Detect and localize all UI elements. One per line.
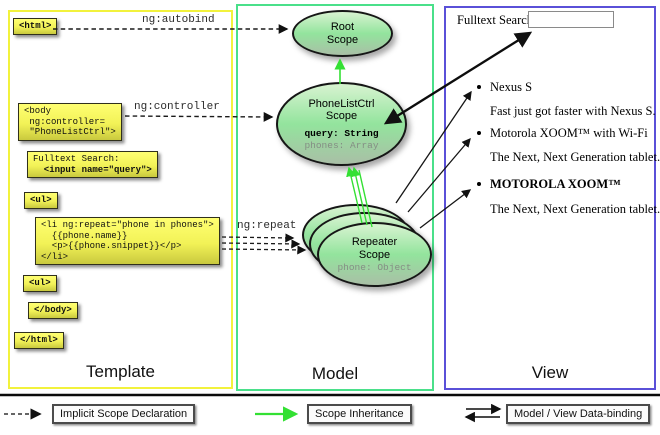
template-column: Template (8, 10, 233, 389)
code-line: </body> (34, 305, 72, 315)
code-line: <input name="query"> (33, 164, 152, 175)
phone-item-name: Motorola XOOM™ with Wi-Fi (490, 126, 648, 140)
code-line: <p>{{phone.snippet}}</p> (41, 241, 182, 251)
code-line: </html> (20, 335, 58, 345)
phone-item-desc: The Next, Next Generation tablet. (490, 202, 660, 216)
fulltext-search-label: Fulltext Search: (457, 13, 537, 27)
legend-scope-inheritance: Scope Inheritance (307, 404, 412, 424)
code-box-ul-open: <ul> (24, 192, 58, 209)
scope-prop-phone: phone: Object (337, 262, 412, 273)
ng-controller-label: ng:controller (134, 101, 220, 113)
code-line: ng:controller= (24, 116, 106, 127)
root-scope-title: Root Scope (326, 21, 359, 46)
fulltext-search-input[interactable] (528, 11, 614, 28)
code-line: <ul> (29, 278, 51, 288)
code-line: Fulltext Search: (33, 154, 120, 164)
repeater-scope-ellipse-front: Repeater Scope phone: Object (317, 222, 432, 287)
scope-prop-phones: phones: Array (304, 139, 379, 151)
ng-repeat-label: ng:repeat (237, 220, 297, 232)
code-line: <li ng:repeat="phone in phones"> (41, 220, 214, 230)
code-line: "PhoneListCtrl"> (24, 127, 116, 137)
bullet-icon (477, 182, 481, 186)
code-line: <body (24, 106, 52, 116)
bullet-icon (477, 85, 481, 89)
phonelistctrl-scope-title: PhoneListCtrl Scope (308, 97, 375, 123)
code-line: {{phone.name}} (41, 230, 128, 241)
phone-item-desc: The Next, Next Generation tablet. (490, 150, 660, 164)
code-line: <html> (19, 21, 52, 31)
code-box-ul-close: <ul> (23, 275, 57, 292)
phone-item-name: Nexus S (490, 80, 533, 94)
scope-prop-query: query: String (304, 127, 379, 139)
phone-item-desc: Fast just got faster with Nexus S. (490, 104, 656, 118)
code-line: </li> (41, 251, 69, 262)
ng-autobind-label: ng:autobind (142, 14, 215, 26)
root-scope-ellipse: Root Scope (292, 10, 393, 57)
phonelistctrl-scope-ellipse: PhoneListCtrl Scope query: String phones… (276, 82, 407, 166)
legend-model-view-data-binding: Model / View Data-binding (506, 404, 651, 424)
code-box-body-close: </body> (28, 302, 78, 319)
code-box-html-close: </html> (14, 332, 64, 349)
code-box-li-repeat: <li ng:repeat="phone in phones"> {{phone… (35, 217, 220, 265)
code-box-html-open: <html> (13, 18, 58, 35)
model-column: Model (236, 4, 434, 391)
phone-item-name: MOTOROLA XOOM™ (490, 177, 621, 191)
repeater-scope-title: Repeater Scope (351, 236, 398, 261)
template-column-label: Template (86, 362, 155, 381)
legend-implicit-scope-declaration: Implicit Scope Declaration (52, 404, 196, 424)
code-box-body-open: <body ng:controller= "PhoneListCtrl"> (18, 103, 122, 141)
code-box-fulltext-input: Fulltext Search: <input name="query"> (27, 151, 158, 178)
bullet-icon (477, 131, 481, 135)
view-column-label: View (531, 363, 569, 382)
model-column-label: Model (311, 364, 359, 383)
code-line: <ul> (30, 195, 52, 205)
view-column: View (444, 6, 656, 390)
